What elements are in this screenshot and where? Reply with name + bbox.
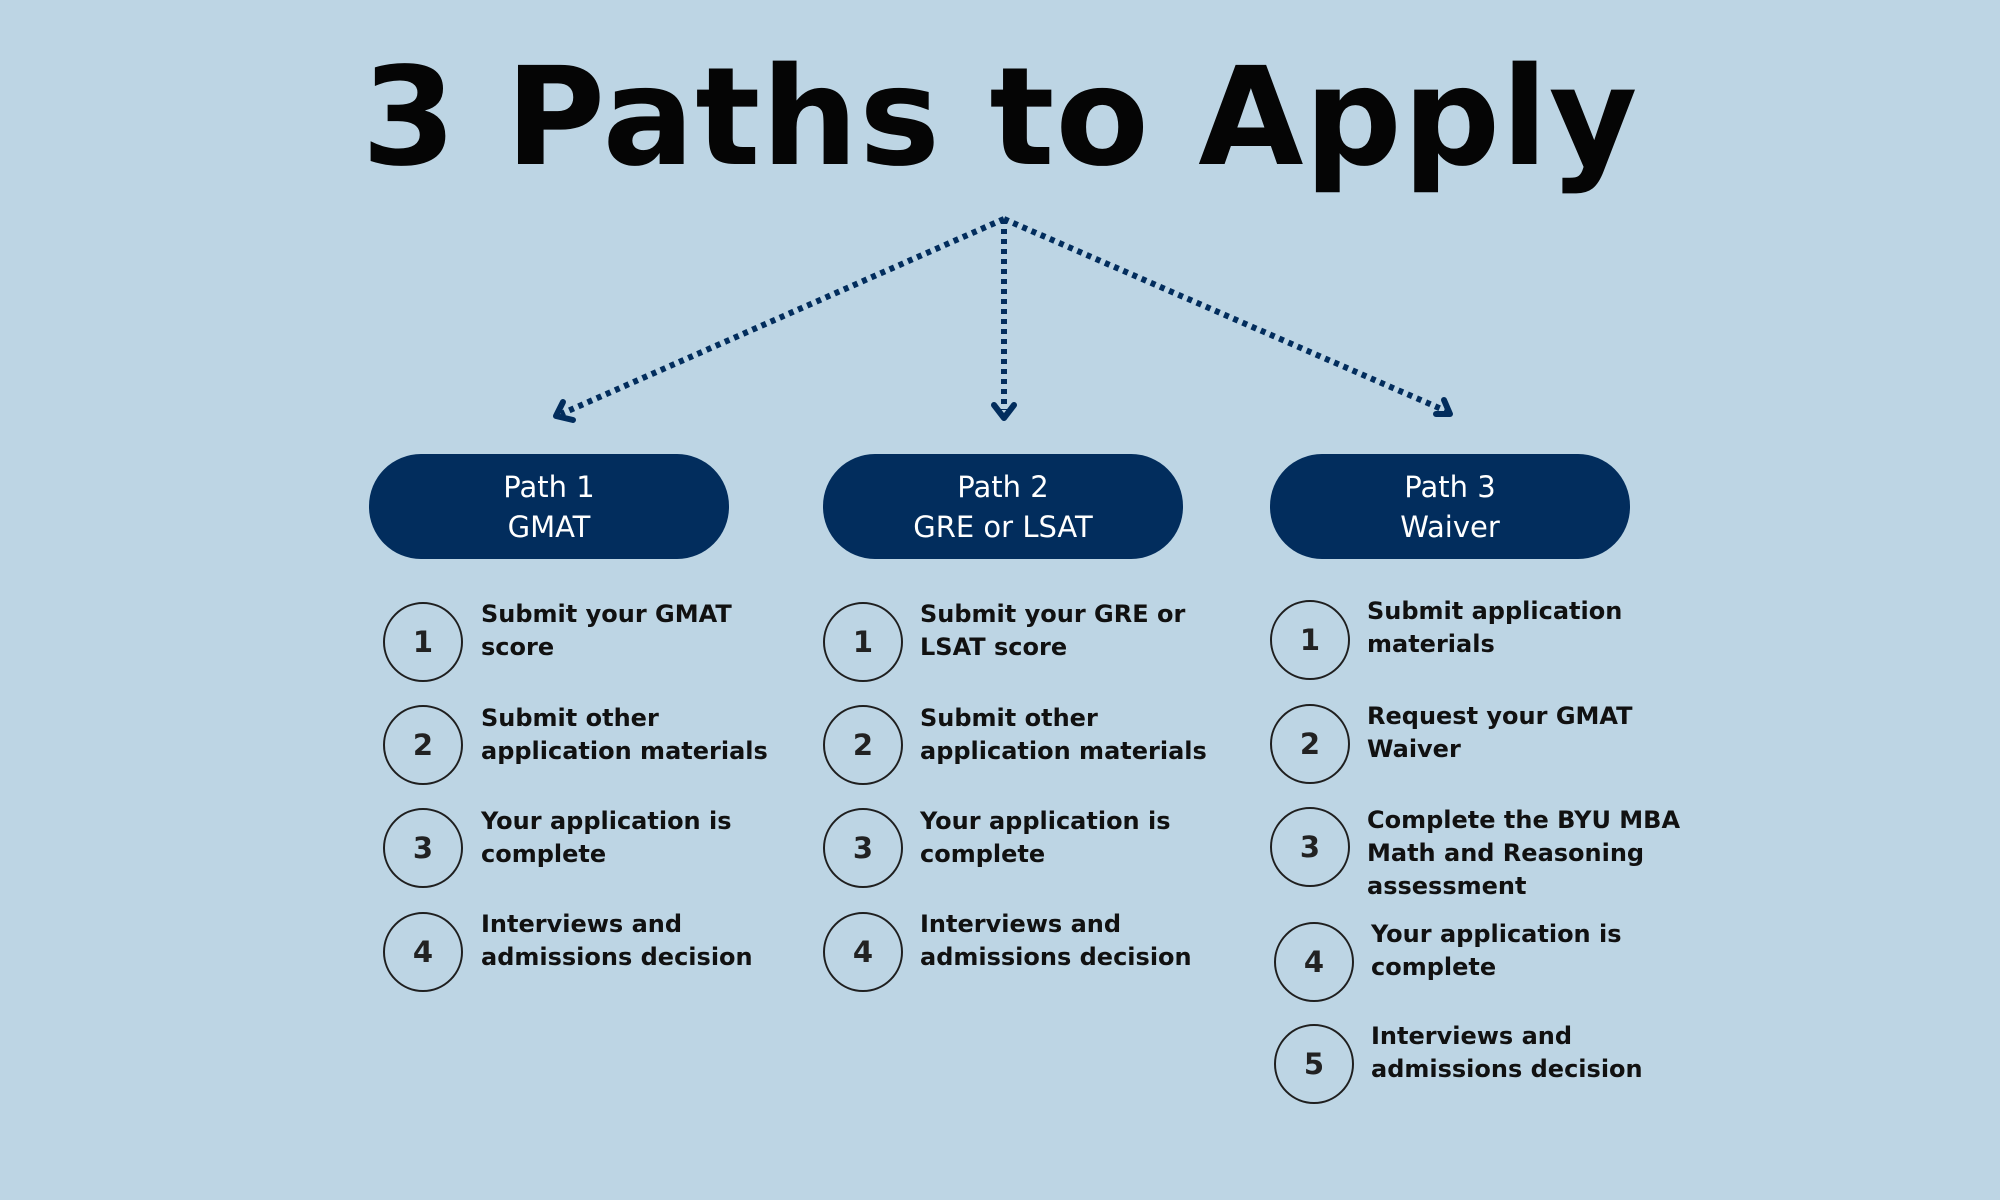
step-line: Your application is (481, 807, 732, 835)
path-1-name: Path 1 (503, 469, 595, 504)
step-line: Submit other (920, 704, 1098, 732)
step-line: assessment (1367, 872, 1527, 900)
path-3-name: Path 3 (1404, 469, 1496, 504)
path-2-header: Path 2 GRE or LSAT (823, 454, 1183, 559)
step-line: score (481, 633, 555, 661)
step-text: Request your GMAT Waiver (1367, 700, 1633, 766)
step-number-circle: 3 (823, 808, 903, 888)
step-number-circle: 2 (823, 705, 903, 785)
step-line: Submit your GMAT (481, 600, 732, 628)
step-line: LSAT score (920, 633, 1068, 661)
step-line: complete (920, 840, 1046, 868)
step-line: Submit your GRE or (920, 600, 1186, 628)
step-text: Your application is complete (1371, 918, 1622, 984)
step-text: Submit application materials (1367, 595, 1622, 661)
step-line: Interviews and (920, 910, 1122, 938)
step-line: Your application is (1371, 920, 1622, 948)
arrow-to-path-1 (559, 216, 1006, 417)
step-text: Submit other application materials (920, 702, 1207, 768)
step-number-circle: 1 (823, 602, 903, 682)
path-2-name: Path 2 (957, 469, 1049, 504)
step-line: admissions decision (920, 943, 1192, 971)
step-number-circle: 4 (383, 912, 463, 992)
page-title: 3 Paths to Apply (361, 39, 1639, 197)
step-line: Waiver (1367, 735, 1461, 763)
path-2-subtitle: GRE or LSAT (913, 509, 1093, 544)
step-line: Submit application (1367, 597, 1623, 625)
step-number-circle: 1 (1270, 600, 1350, 680)
path-3-header: Path 3 Waiver (1270, 454, 1630, 559)
step-text: Complete the BYU MBA Math and Reasoning as… (1367, 804, 1680, 903)
step-line: Interviews and (481, 910, 683, 938)
step-text: Submit your GRE or LSAT score (920, 598, 1185, 664)
arrowhead-icon-left (553, 399, 576, 423)
step-number-circle: 5 (1274, 1024, 1354, 1104)
step-line: admissions decision (481, 943, 753, 971)
step-text: Interviews and admissions decision (1371, 1020, 1643, 1086)
path-3-subtitle: Waiver (1400, 509, 1500, 544)
step-line: materials (1367, 630, 1495, 658)
step-number-circle: 4 (823, 912, 903, 992)
step-line: Math and Reasoning (1367, 839, 1645, 867)
path-1-subtitle: GMAT (507, 509, 591, 544)
arrow-to-path-3 (1002, 216, 1448, 414)
arrowhead-icon-middle (991, 402, 1017, 421)
step-text: Your application is complete (481, 805, 732, 871)
step-text: Submit other application materials (481, 702, 768, 768)
step-line: Interviews and (1371, 1022, 1573, 1050)
step-line: Your application is (920, 807, 1171, 835)
step-line: Complete the BYU MBA (1367, 806, 1681, 834)
arrowhead-icon-right (1433, 397, 1453, 417)
step-number-circle: 3 (1270, 807, 1350, 887)
step-number-circle: 2 (383, 705, 463, 785)
step-line: complete (1371, 953, 1497, 981)
step-number-circle: 2 (1270, 704, 1350, 784)
step-text: Your application is complete (920, 805, 1171, 871)
step-text: Submit your GMAT score (481, 598, 732, 664)
step-line: application materials (920, 737, 1207, 765)
step-line: application materials (481, 737, 768, 765)
step-number-circle: 3 (383, 808, 463, 888)
step-line: admissions decision (1371, 1055, 1643, 1083)
step-line: Request your GMAT (1367, 702, 1633, 730)
path-1-header: Path 1 GMAT (369, 454, 729, 559)
step-line: Submit other (481, 704, 659, 732)
step-number-circle: 4 (1274, 922, 1354, 1002)
step-number-circle: 1 (383, 602, 463, 682)
step-text: Interviews and admissions decision (481, 908, 753, 974)
step-line: complete (481, 840, 607, 868)
step-text: Interviews and admissions decision (920, 908, 1192, 974)
